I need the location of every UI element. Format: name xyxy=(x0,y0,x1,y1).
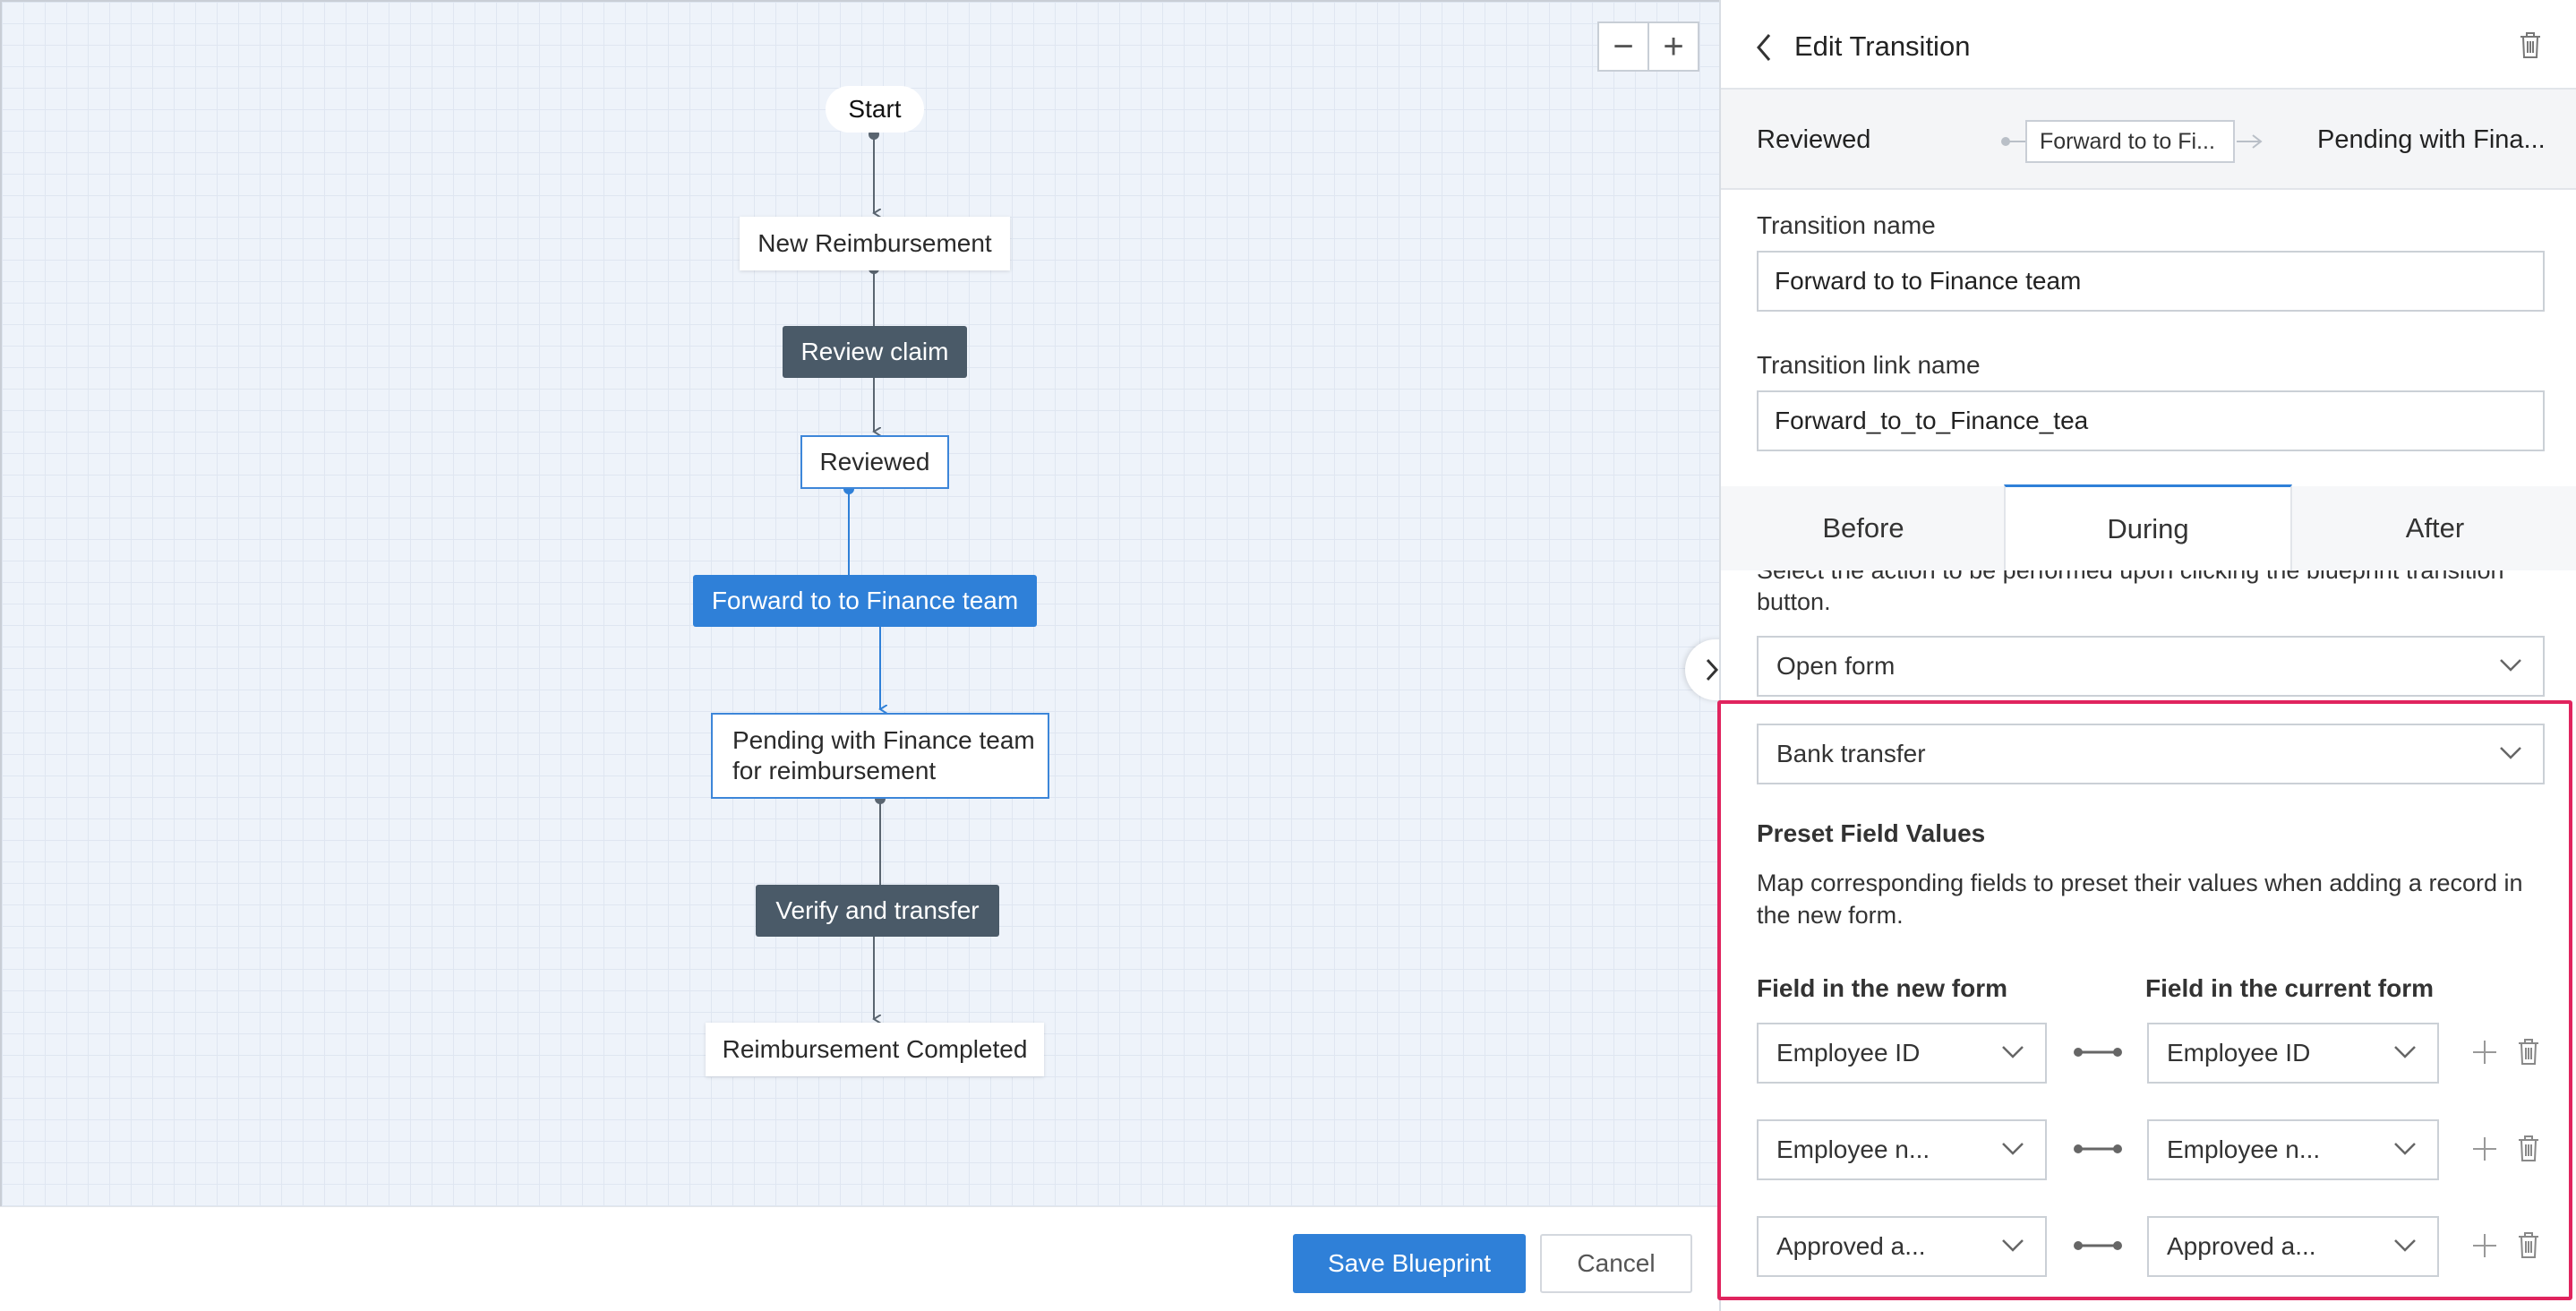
new-form-field-select[interactable]: Approved a... xyxy=(1757,1216,2047,1277)
blueprint-canvas[interactable]: Start New Reimbursement Review claim Rev… xyxy=(0,0,1719,1206)
panel-header: Edit Transition xyxy=(1721,0,2576,90)
current-form-field-value: Employee n... xyxy=(2167,1135,2321,1163)
tabs-bar: Before During After xyxy=(1721,484,2576,570)
new-form-field-value: Employee n... xyxy=(1776,1135,1930,1163)
transition-name-input[interactable]: Forward to to Finance team xyxy=(1757,251,2545,312)
save-blueprint-button[interactable]: Save Blueprint xyxy=(1293,1234,1526,1293)
route-to-state: Pending with Fina... xyxy=(2317,125,2546,154)
transition-link-name-input[interactable]: Forward_to_to_Finance_tea xyxy=(1757,390,2545,451)
chevron-down-icon xyxy=(2394,1143,2416,1155)
edit-transition-panel: Edit Transition Reviewed Forward to to F… xyxy=(1719,0,2576,1311)
connector-pending-verify xyxy=(875,793,886,885)
node-verify-transfer[interactable]: Verify and transfer xyxy=(756,885,999,937)
trash-icon[interactable] xyxy=(2516,1037,2541,1066)
route-transition-chip: Forward to to Fi... xyxy=(2025,120,2235,163)
trash-icon[interactable] xyxy=(2518,30,2543,59)
route-connector xyxy=(2001,134,2263,149)
chevron-down-icon xyxy=(2002,1239,2024,1252)
node-reviewed[interactable]: Reviewed xyxy=(800,435,949,489)
new-form-field-value: Employee ID xyxy=(1776,1039,1921,1067)
preset-field-values-description: Map corresponding fields to preset their… xyxy=(1757,870,2523,929)
new-form-field-select[interactable]: Employee n... xyxy=(1757,1119,2047,1180)
connector-new-review xyxy=(869,263,879,326)
action-select[interactable]: Open form xyxy=(1757,636,2545,697)
transition-route: Reviewed Forward to to Fi... Pending wit… xyxy=(1721,90,2576,190)
node-reimbursement-completed[interactable]: Reimbursement Completed xyxy=(706,1023,1044,1076)
transition-name-label: Transition name xyxy=(1757,211,1936,239)
panel-title: Edit Transition xyxy=(1794,30,1971,62)
chevron-down-icon xyxy=(2002,1143,2024,1155)
link-connector-icon xyxy=(2074,1241,2122,1250)
column-current-form: Field in the current form xyxy=(2145,974,2435,1002)
tab-after[interactable]: After xyxy=(2292,486,2576,570)
footer-bar: Save Blueprint Cancel xyxy=(0,1206,1719,1311)
column-new-form: Field in the new form xyxy=(1757,974,2008,1002)
current-form-field-value: Employee ID xyxy=(2167,1039,2311,1067)
node-forward-finance[interactable]: Forward to to Finance team xyxy=(693,575,1037,627)
preset-field-values-title: Preset Field Values xyxy=(1757,819,1986,847)
new-form-field-select[interactable]: Employee ID xyxy=(1757,1023,2047,1084)
current-form-field-select[interactable]: Employee ID xyxy=(2147,1023,2439,1084)
add-row-icon[interactable] xyxy=(2471,1232,2498,1259)
current-form-field-select[interactable]: Approved a... xyxy=(2147,1216,2439,1277)
trash-icon[interactable] xyxy=(2516,1134,2541,1162)
node-pending-finance[interactable]: Pending with Finance team for reimbursem… xyxy=(711,713,1049,799)
form-select-value: Bank transfer xyxy=(1776,740,1926,767)
action-select-value: Open form xyxy=(1776,652,1896,680)
flow-connectors xyxy=(843,129,1721,1208)
back-arrow-icon[interactable] xyxy=(1753,32,1775,63)
tab-before[interactable]: Before xyxy=(1721,486,2006,570)
chevron-down-icon xyxy=(2500,659,2521,672)
chevron-right-icon xyxy=(1706,658,1719,681)
connector-start-new xyxy=(869,129,879,213)
route-from-state: Reviewed xyxy=(1757,125,1871,154)
plus-icon: + xyxy=(1663,26,1684,66)
new-form-field-value: Approved a... xyxy=(1776,1232,1926,1260)
connector-reviewed-forward xyxy=(843,484,854,575)
node-pending-line2: for reimbursement xyxy=(732,757,937,784)
link-connector-icon xyxy=(2074,1144,2122,1153)
chevron-down-icon xyxy=(2394,1046,2416,1058)
minus-icon: − xyxy=(1613,26,1634,66)
chevron-down-icon xyxy=(2500,747,2521,759)
current-form-field-select[interactable]: Employee n... xyxy=(2147,1119,2439,1180)
transition-link-name-label: Transition link name xyxy=(1757,351,1981,379)
zoom-in-button[interactable]: + xyxy=(1647,21,1699,72)
add-row-icon[interactable] xyxy=(2471,1039,2498,1066)
node-pending-line1: Pending with Finance team xyxy=(732,726,1035,754)
chevron-down-icon xyxy=(2002,1046,2024,1058)
link-connector-icon xyxy=(2074,1048,2122,1057)
node-review-claim[interactable]: Review claim xyxy=(783,326,967,378)
cancel-button[interactable]: Cancel xyxy=(1540,1234,1692,1293)
node-new-reimbursement[interactable]: New Reimbursement xyxy=(740,217,1010,270)
node-start[interactable]: Start xyxy=(826,86,924,133)
current-form-field-value: Approved a... xyxy=(2167,1232,2316,1260)
trash-icon[interactable] xyxy=(2516,1230,2541,1259)
zoom-out-button[interactable]: − xyxy=(1597,21,1649,72)
add-row-icon[interactable] xyxy=(2471,1135,2498,1162)
chevron-down-icon xyxy=(2394,1239,2416,1252)
tab-during[interactable]: During xyxy=(2004,484,2292,570)
form-select[interactable]: Bank transfer xyxy=(1757,724,2545,784)
